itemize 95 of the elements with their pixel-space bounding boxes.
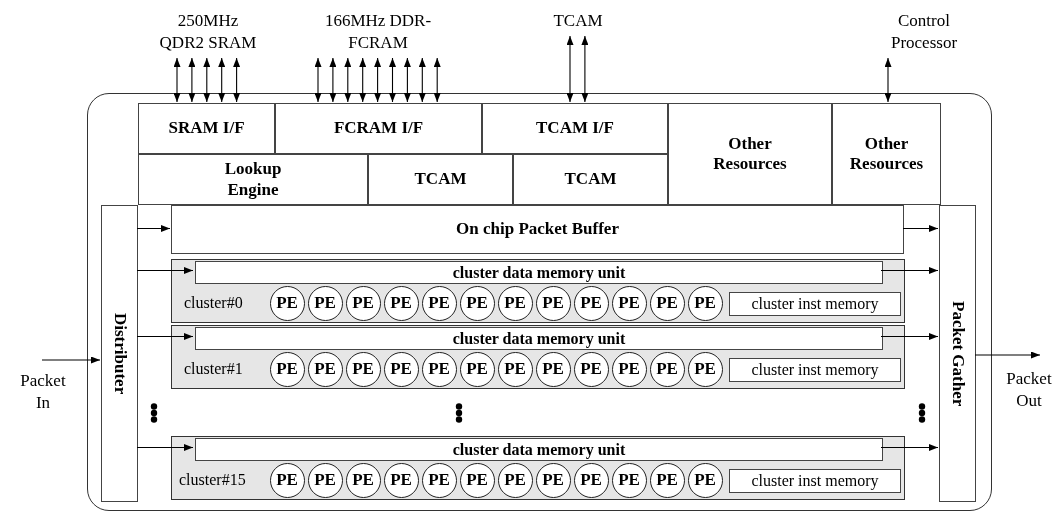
pe-circle: PE [383, 351, 419, 387]
pe-circle: PE [611, 351, 647, 387]
memory-box: cluster data memory unit [195, 327, 883, 350]
text-label: Packet In [12, 364, 74, 420]
chip-outline [87, 93, 992, 511]
arrow [173, 57, 181, 103]
text-label: 166MHz DDR-FCRAM [322, 8, 434, 56]
memory-box: cluster data memory unit [195, 438, 883, 461]
arrow [880, 333, 939, 340]
arrow [902, 225, 939, 232]
block-box: TCAM I/F [482, 103, 668, 154]
pe-circle: PE [687, 351, 723, 387]
arrow [374, 57, 382, 103]
pe-circle: PE [535, 462, 571, 498]
pe-circle: PE [459, 285, 495, 321]
pe-circle: PE [307, 351, 343, 387]
pe-circle: PE [611, 462, 647, 498]
pe-circle: PE [687, 462, 723, 498]
unit-label: Packet Gather [947, 300, 968, 407]
block-box: TCAM [513, 154, 668, 205]
pe-circle: PE [573, 462, 609, 498]
arrow [344, 57, 352, 103]
pe-circle: PE [421, 285, 457, 321]
pe-circle: PE [497, 351, 533, 387]
pe-circle: PE [307, 462, 343, 498]
pe-circle: PE [345, 351, 381, 387]
arrow [389, 57, 396, 103]
cluster-panel [171, 325, 905, 389]
pe-circle: PE [535, 285, 571, 321]
cluster-label: cluster#0 [184, 294, 243, 312]
arrow [418, 57, 426, 103]
cluster-panel [171, 259, 905, 323]
pe-circle: PE [307, 285, 343, 321]
arrow [233, 57, 241, 103]
pe-circle: PE [345, 285, 381, 321]
arrow [566, 35, 574, 103]
arrow [188, 57, 196, 103]
block-box: TCAM [368, 154, 513, 205]
pe-circle: PE [687, 285, 723, 321]
pe-circle: PE [269, 285, 305, 321]
arrow [136, 444, 194, 451]
text-label: Packet Out [998, 362, 1060, 418]
pe-circle: PE [421, 462, 457, 498]
pe-circle: PE [573, 351, 609, 387]
block-box: SRAM I/F [138, 103, 275, 154]
pe-circle: PE [269, 462, 305, 498]
pe-circle: PE [345, 462, 381, 498]
unit-box [101, 205, 138, 502]
arrow [884, 57, 892, 103]
pe-circle: PE [649, 285, 685, 321]
text-label: 250MHz QDR2 SRAM [158, 8, 258, 56]
arrow [433, 57, 441, 103]
pe-circle: PE [269, 351, 305, 387]
arrow [581, 35, 589, 103]
arrow [218, 57, 226, 103]
block-box: On chip Packet Buffer [171, 205, 904, 254]
pe-circle: PE [383, 285, 419, 321]
block-box: Other Resources [832, 103, 941, 205]
arrow [403, 57, 411, 103]
arrow [974, 351, 1041, 359]
pe-circle: PE [497, 462, 533, 498]
arrow [329, 57, 337, 103]
text-label: Control Processor [878, 8, 970, 56]
cluster-label: cluster#15 [179, 471, 246, 489]
block-box: Other Resources [668, 103, 832, 205]
memory-box: cluster inst memory [729, 358, 901, 382]
block-box: Lookup Engine [138, 154, 368, 205]
pe-circle: PE [611, 285, 647, 321]
arrow [136, 333, 194, 340]
block-box: FCRAM I/F [275, 103, 482, 154]
unit-label: Distributer [109, 312, 130, 395]
memory-box: cluster inst memory [729, 469, 901, 493]
pe-circle: PE [649, 462, 685, 498]
arrow [41, 356, 101, 364]
pe-circle: PE [459, 462, 495, 498]
arrow [359, 57, 367, 103]
arrow [136, 225, 171, 232]
pe-circle: PE [573, 285, 609, 321]
arrow [203, 57, 211, 103]
cluster-panel [171, 436, 905, 500]
pe-circle: PE [497, 285, 533, 321]
arrow [314, 57, 322, 103]
unit-box [939, 205, 976, 502]
arrow [880, 267, 939, 274]
pe-circle: PE [649, 351, 685, 387]
text-label: TCAM [547, 8, 609, 34]
memory-box: cluster data memory unit [195, 261, 883, 284]
arrow [136, 267, 194, 274]
memory-box: cluster inst memory [729, 292, 901, 316]
pe-circle: PE [459, 351, 495, 387]
pe-circle: PE [421, 351, 457, 387]
arrow [880, 444, 939, 451]
cluster-label: cluster#1 [184, 360, 243, 378]
pe-circle: PE [383, 462, 419, 498]
pe-circle: PE [535, 351, 571, 387]
